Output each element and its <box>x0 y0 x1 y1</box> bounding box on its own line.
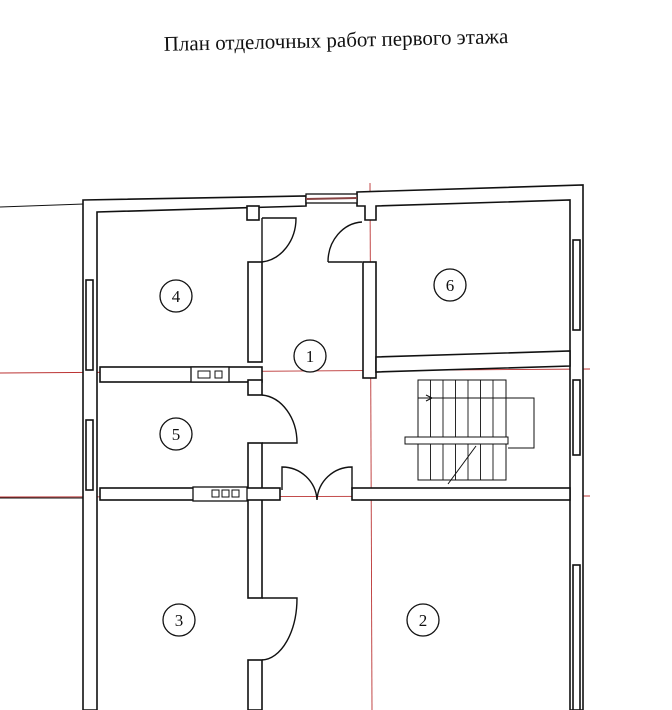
room-marker-4[interactable]: 4 <box>159 279 193 313</box>
room-marker-6[interactable]: 6 <box>433 268 467 302</box>
room-number: 6 <box>446 276 455 295</box>
room-marker-3[interactable]: 3 <box>162 603 196 637</box>
room-marker-circle <box>433 268 467 302</box>
room-number: 1 <box>306 347 315 366</box>
room-number: 3 <box>175 611 184 630</box>
room-marker-circle <box>159 417 193 451</box>
staircase[interactable] <box>404 379 535 485</box>
room-number: 5 <box>172 425 181 444</box>
room-marker-circle <box>159 279 193 313</box>
room-marker-1[interactable]: 1 <box>293 339 327 373</box>
room-marker-circle <box>162 603 196 637</box>
room-number: 4 <box>172 287 181 306</box>
exterior-walls <box>82 184 584 710</box>
room-marker-circle <box>293 339 327 373</box>
room-marker-2[interactable]: 2 <box>406 603 440 637</box>
room-number: 2 <box>419 611 428 630</box>
room-marker-5[interactable]: 5 <box>159 417 193 451</box>
interior-walls <box>99 261 571 710</box>
room-marker-circle <box>406 603 440 637</box>
doors <box>261 217 363 661</box>
